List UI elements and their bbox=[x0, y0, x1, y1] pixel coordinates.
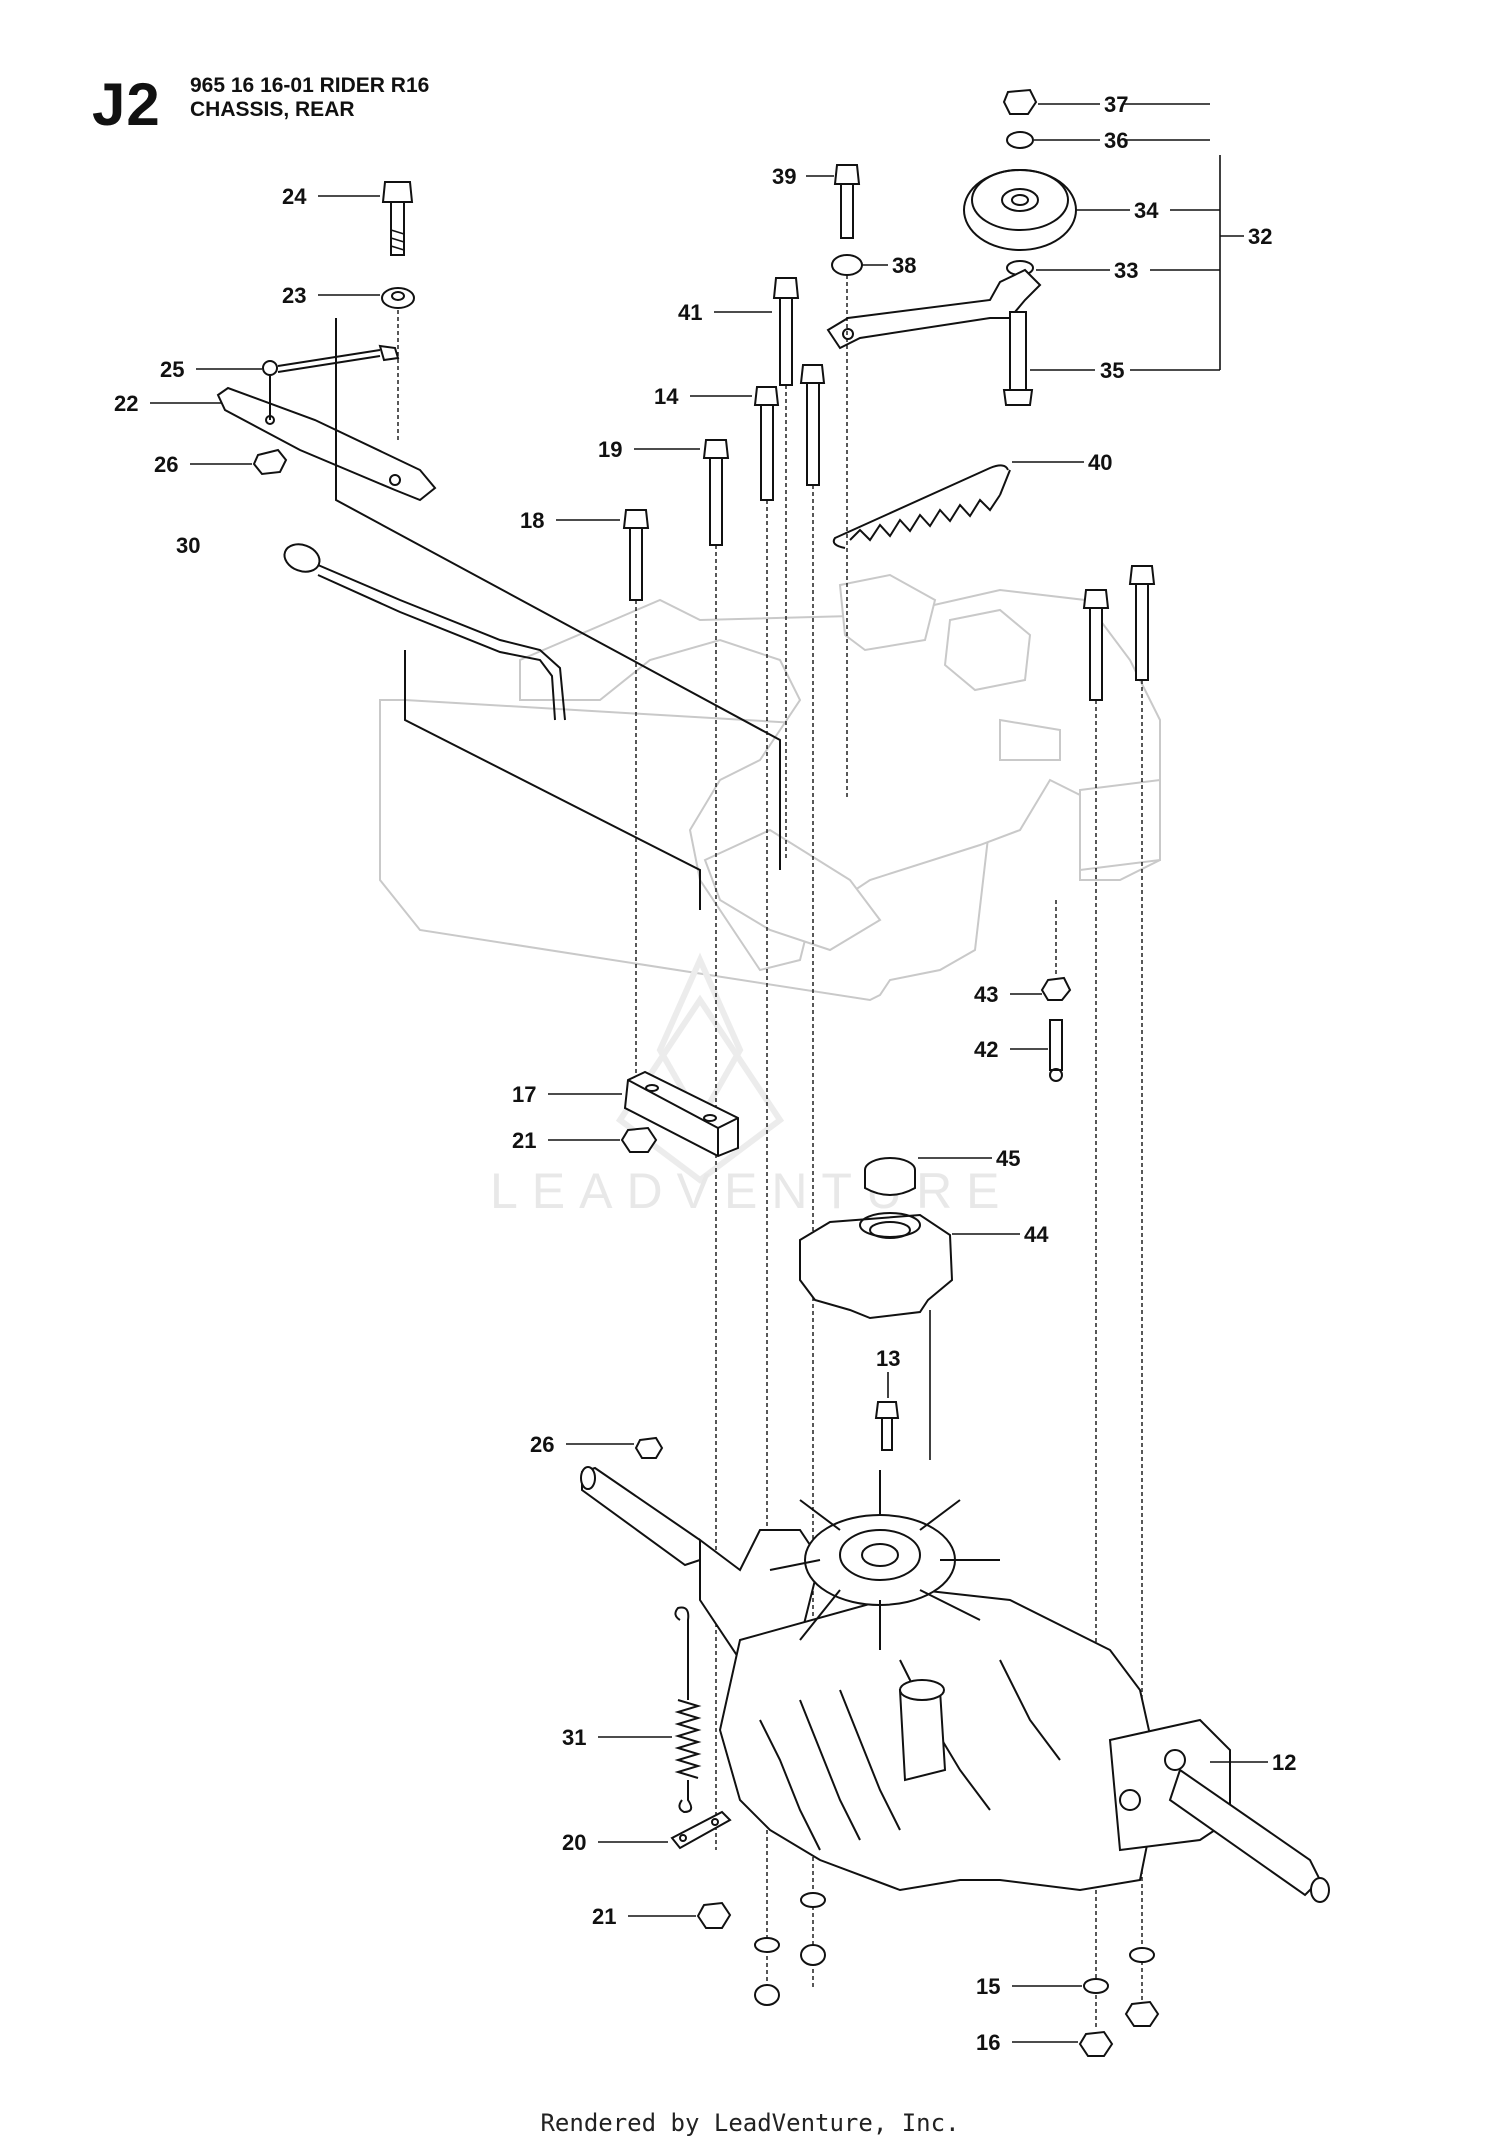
washer-15 bbox=[1083, 1978, 1109, 1994]
nut-37 bbox=[1002, 88, 1038, 115]
callout-12: 12 bbox=[1272, 1750, 1296, 1775]
bolt-19 bbox=[702, 439, 730, 1850]
callout-45: 45 bbox=[996, 1146, 1020, 1171]
eyebolt-42 bbox=[1049, 1019, 1063, 1082]
callout-18: 18 bbox=[520, 508, 544, 533]
model-line: 965 16 16-01 RIDER R16 bbox=[190, 74, 430, 97]
callout-36: 36 bbox=[1104, 128, 1128, 153]
callout-22: 22 bbox=[114, 391, 138, 416]
nut-43 bbox=[1040, 900, 1072, 1001]
callout-labels: 37 36 34 32 33 35 40 39 38 41 14 19 18 2… bbox=[114, 92, 1296, 2055]
callout-33: 33 bbox=[1114, 258, 1138, 283]
washer-23 bbox=[381, 287, 415, 440]
cap-45 bbox=[864, 1157, 916, 1196]
bracket-20 bbox=[670, 1810, 732, 1850]
chassis-frame-ghost bbox=[379, 573, 1161, 1002]
nut-26-top bbox=[252, 448, 288, 476]
section-title: CHASSIS, REAR bbox=[190, 98, 355, 121]
rod-30 bbox=[283, 543, 701, 910]
spring-40 bbox=[832, 464, 1011, 549]
callout-26-upper: 26 bbox=[154, 452, 178, 477]
callout-15: 15 bbox=[976, 1974, 1000, 1999]
callout-19: 19 bbox=[598, 437, 622, 462]
bolt-14 bbox=[753, 386, 780, 1990]
callout-38: 38 bbox=[892, 253, 916, 278]
callout-24: 24 bbox=[282, 184, 307, 209]
callout-34: 34 bbox=[1134, 198, 1159, 223]
reservoir-44 bbox=[799, 1212, 954, 1460]
diagram-code: J2 bbox=[92, 71, 161, 138]
callout-30: 30 bbox=[176, 533, 200, 558]
pulley-34 bbox=[963, 169, 1077, 251]
callout-21-lower: 21 bbox=[592, 1904, 616, 1929]
callout-39: 39 bbox=[772, 164, 796, 189]
callout-37: 37 bbox=[1104, 92, 1128, 117]
bolt-13 bbox=[874, 1401, 900, 1451]
tension-arm bbox=[826, 268, 1042, 350]
callout-26-lower: 26 bbox=[530, 1432, 554, 1457]
callout-21-upper: 21 bbox=[512, 1128, 536, 1153]
nut-16 bbox=[1078, 2030, 1114, 2057]
bolt-39 bbox=[833, 164, 861, 239]
callout-31: 31 bbox=[562, 1725, 586, 1750]
fan-pulley bbox=[769, 1470, 1000, 1650]
leader-lines bbox=[150, 103, 1268, 2043]
transaxle-12 bbox=[580, 1466, 1330, 1903]
leadventure-watermark: LEADVENTURE bbox=[490, 952, 1014, 1219]
callout-20: 20 bbox=[562, 1830, 586, 1855]
washer-lower-b bbox=[800, 1892, 826, 1966]
bolt-41 bbox=[772, 277, 800, 860]
callout-14: 14 bbox=[654, 384, 679, 409]
spacer-17 bbox=[623, 1070, 739, 1158]
washer-38 bbox=[831, 254, 863, 800]
callout-42: 42 bbox=[974, 1037, 998, 1062]
washer-lower-a bbox=[754, 1937, 780, 2006]
callout-16: 16 bbox=[976, 2030, 1000, 2055]
washer-36 bbox=[1006, 131, 1034, 149]
callout-13: 13 bbox=[876, 1346, 900, 1371]
arm-22 bbox=[216, 318, 781, 870]
bolt-18 bbox=[622, 509, 650, 1100]
bolt-35 bbox=[1002, 311, 1034, 406]
callout-32: 32 bbox=[1248, 224, 1272, 249]
callout-35: 35 bbox=[1100, 358, 1124, 383]
callout-43: 43 bbox=[974, 982, 998, 1007]
watermark-text: LEADVENTURE bbox=[490, 1163, 1014, 1219]
callout-17: 17 bbox=[512, 1082, 536, 1107]
washer-right-lower bbox=[1124, 1947, 1160, 2027]
callout-25: 25 bbox=[160, 357, 184, 382]
callout-44: 44 bbox=[1024, 1222, 1049, 1247]
threaded-rod-25 bbox=[262, 344, 400, 420]
footer-credit: Rendered by LeadVenture, Inc. bbox=[540, 2109, 960, 2137]
spring-31 bbox=[674, 1606, 702, 1814]
nut-21-lower bbox=[696, 1901, 732, 1929]
nut-21-upper bbox=[620, 1126, 658, 1153]
callout-23: 23 bbox=[282, 283, 306, 308]
bolt-24 bbox=[381, 181, 414, 256]
callout-40: 40 bbox=[1088, 450, 1112, 475]
nut-26-lower bbox=[634, 1436, 664, 1459]
callout-41: 41 bbox=[678, 300, 702, 325]
